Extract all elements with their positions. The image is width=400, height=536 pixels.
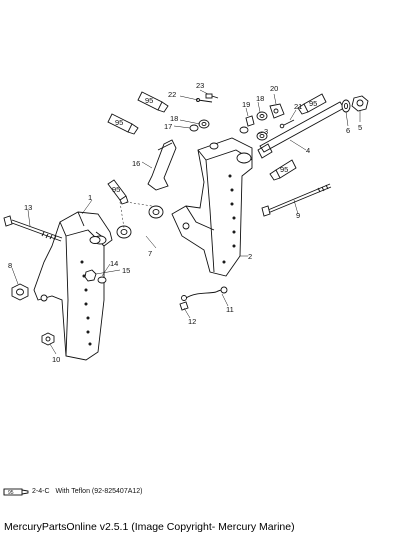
callout-18-lever: 18 [170,114,178,123]
callout-19: 19 [242,100,250,109]
callout-10: 10 [52,355,60,364]
callout-1: 1 [88,193,92,202]
legend-tube-label: 95 [8,490,14,496]
callout-5: 5 [358,123,362,132]
spacer-upper[interactable] [256,111,268,121]
right-clamp-bracket[interactable] [171,137,253,277]
screw-21[interactable] [279,119,295,129]
dashed-path [125,201,153,207]
lube-tube-top-right: 95 [297,93,327,115]
callout-16: 16 [132,159,140,168]
lube-tube-right: 95 [269,159,297,181]
cotter-pin[interactable] [196,98,213,103]
thrust-washers[interactable] [116,205,164,239]
nut-10[interactable] [41,332,55,346]
legend: 2-4-C With Teflon (92-825407A12) [4,488,143,495]
tube-label: 95 [112,185,120,194]
tube-label: 95 [309,99,317,108]
callout-11: 11 [226,305,234,314]
lever-spacer[interactable] [189,119,210,132]
tilt-lock-lever[interactable] [147,139,177,191]
callout-22: 22 [168,90,176,99]
through-bolt[interactable] [261,183,332,217]
callout-23: 23 [196,81,204,90]
tube-label: 95 [145,96,153,105]
anchor-bracket[interactable] [269,103,285,119]
legend-code: 2-4-C [32,488,50,495]
lube-tube-center: 95 [137,91,169,113]
callout-7: 7 [148,249,152,258]
callout-6: 6 [346,126,350,135]
callout-18-tube: 18 [256,94,264,103]
callout-14: 14 [110,259,118,268]
callout-9: 9 [296,211,300,220]
callout-20: 20 [270,84,278,93]
callout-4: 4 [306,146,310,155]
tube-label: 95 [280,165,288,174]
copyright-footer: MercuryPartsOnline v2.5.1 (Image Copyrig… [4,521,295,533]
washer-14[interactable] [97,276,107,284]
long-bolt[interactable] [3,215,63,242]
bushing[interactable] [256,131,268,141]
dashed-path [119,201,125,229]
strap-screw[interactable] [179,301,189,311]
callout-13: 13 [24,203,32,212]
callout-12: 12 [188,317,196,326]
left-clamp-bracket[interactable] [33,211,113,361]
lube-tube-upper-left: 95 [107,113,139,135]
leader-lines [11,89,361,355]
tube-label: 95 [115,118,123,127]
callout-21: 21 [294,102,302,111]
callout-2: 2 [248,252,252,261]
ground-strap[interactable] [181,286,228,301]
legend-tube-icon: 95 [3,488,29,496]
callout-3: 3 [264,127,268,136]
nut-15[interactable] [84,269,97,282]
callout-17: 17 [164,122,172,131]
tube-nut[interactable] [351,95,369,112]
clevis-pin[interactable] [205,93,219,99]
legend-text: With Teflon (92-825407A12) [55,488,143,495]
tube-washer[interactable] [341,99,351,113]
pin[interactable] [239,115,255,134]
callout-8: 8 [8,261,12,270]
lock-nut-8[interactable] [11,283,29,301]
lube-tube-left-mid: 95 [107,179,129,205]
callout-15: 15 [122,266,130,275]
